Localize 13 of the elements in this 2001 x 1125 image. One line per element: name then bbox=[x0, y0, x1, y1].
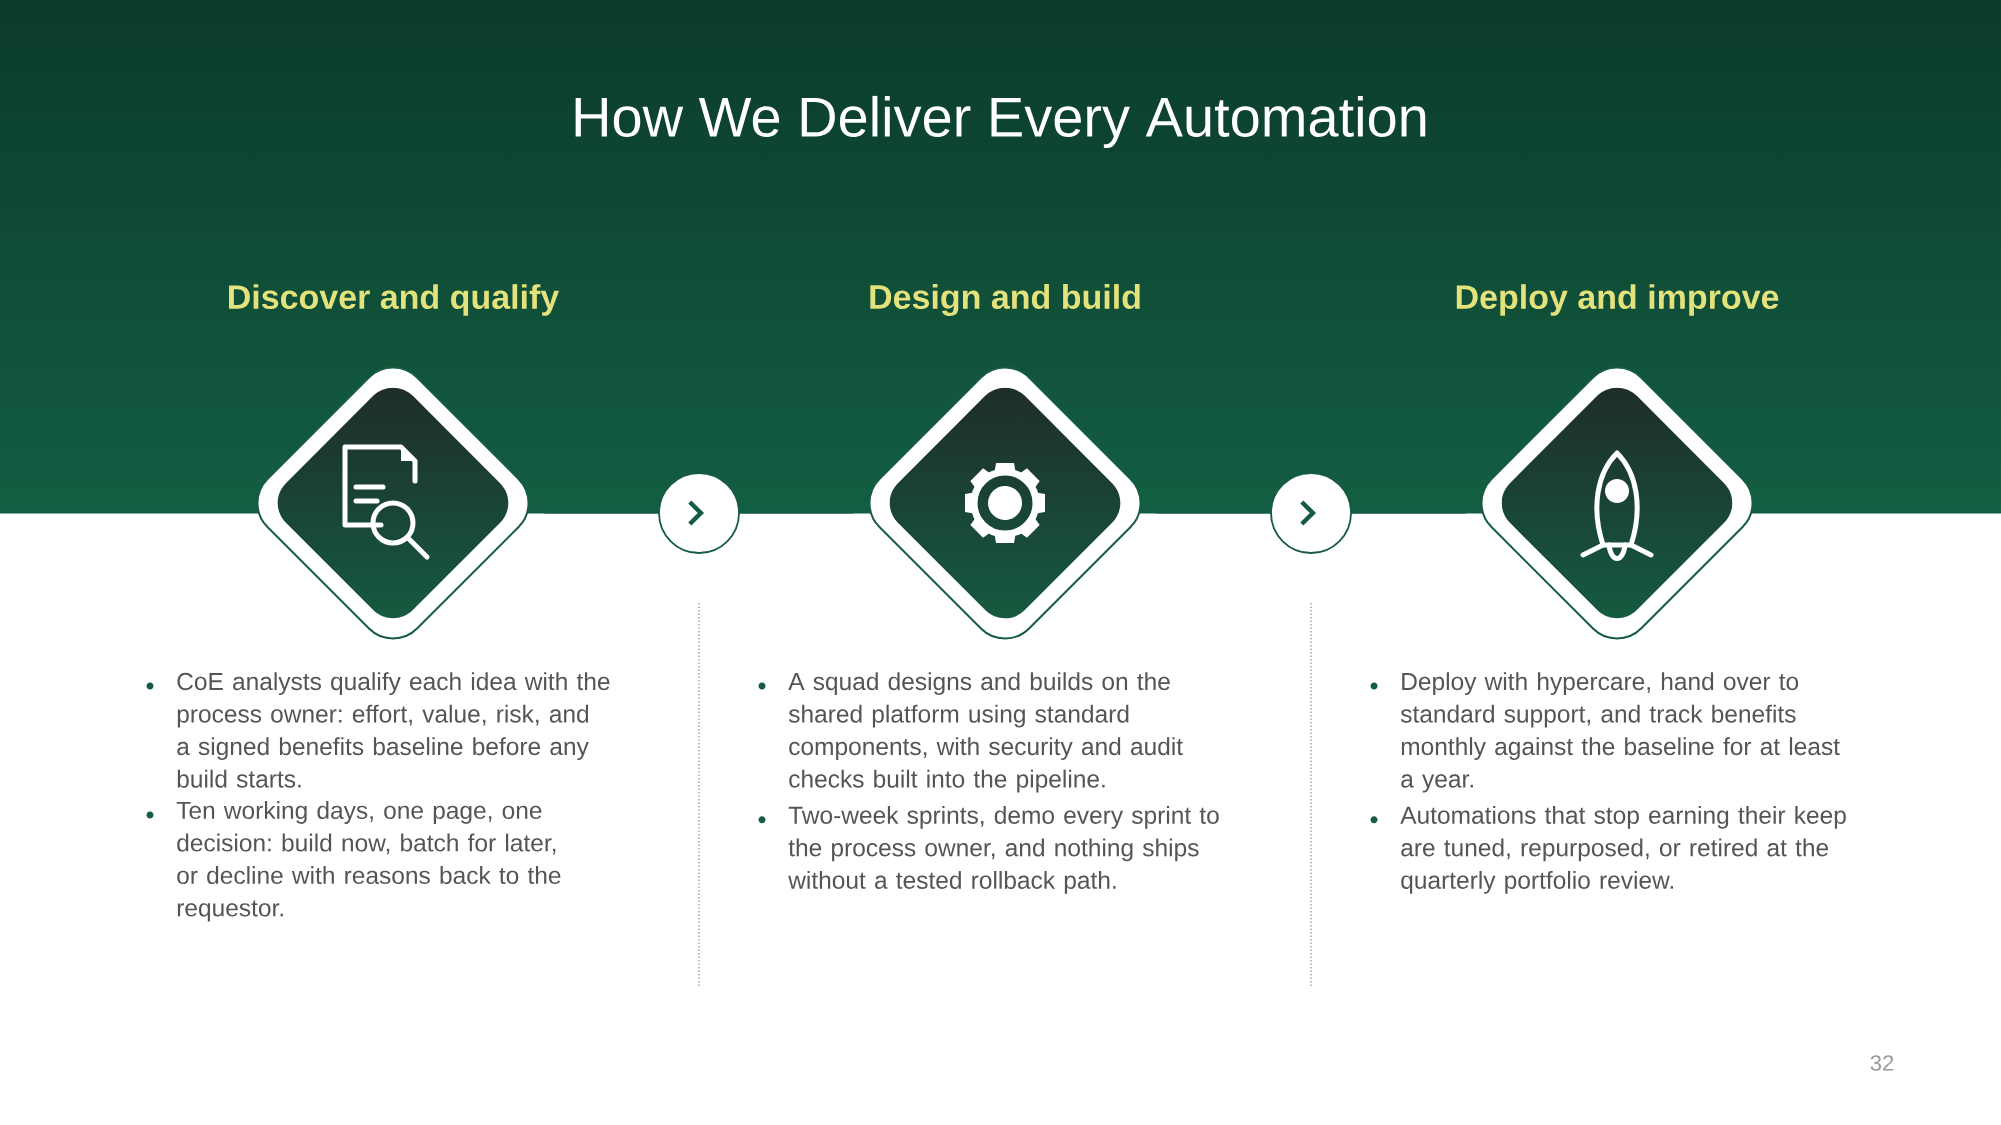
chevron-connector bbox=[543, 472, 855, 554]
slide-title: How We Deliver Every Automation bbox=[575, 95, 1426, 149]
bullet-text: Automations that stop earning their keep are tuned, repurposed, or retired at the quarterly portfolio review. bbox=[1400, 805, 1846, 894]
page-number: 32 bbox=[1870, 1055, 1894, 1071]
bullet-text: Two-week sprints, demo every sprint to the process owner, and nothing ships without a tested rollback path. bbox=[788, 805, 1219, 894]
bullet-text: CoE analysts qualify each idea with the process owner: effort, value, risk, and a signed benefits baseline before any build starts. bbox=[177, 672, 610, 788]
step-heading: Discover and qualify bbox=[229, 284, 560, 316]
step-heading: Design and build bbox=[870, 284, 1140, 316]
bullet-text: A squad designs and builds on the shared platform using standard components, with security and audit checks built into the pipeline. bbox=[788, 672, 1183, 793]
bullet-text: Deploy with hypercare, hand over to standard support, and track benefits monthly against the baseline for at least a year. bbox=[1400, 672, 1840, 793]
step-heading: Deploy and improve bbox=[1456, 284, 1779, 316]
chevron-connector bbox=[1155, 472, 1467, 554]
bullet-text: Ten working days, one page, one decision: build now, batch for later, or decline with reasons back to the requestor. bbox=[176, 801, 561, 922]
